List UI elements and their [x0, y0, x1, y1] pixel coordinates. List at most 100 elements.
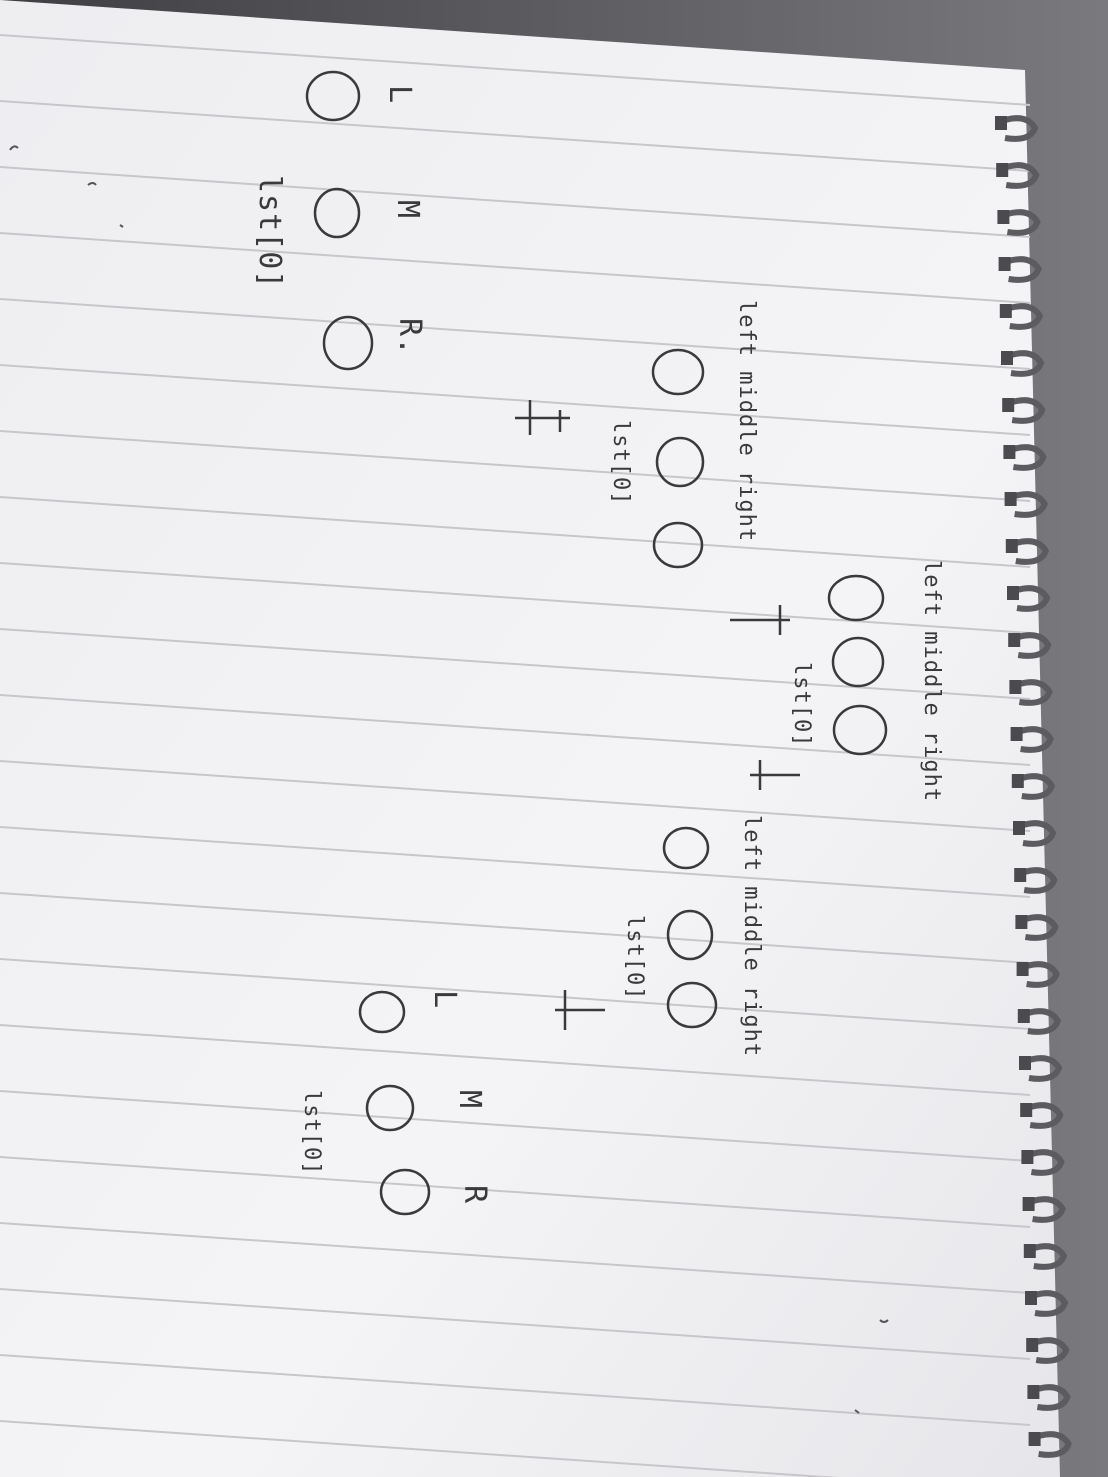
spiral-coil: [1010, 350, 1045, 377]
ruled-line: [0, 166, 1031, 238]
spiral-coil: [1028, 1055, 1063, 1082]
binding-hole: [1013, 821, 1025, 835]
spiral-coil: [1027, 1008, 1062, 1035]
label-r: R.: [392, 318, 427, 356]
binding-hole: [1023, 1244, 1036, 1258]
spiral-coil: [1037, 1431, 1072, 1458]
spiral-coil: [1005, 162, 1040, 189]
circle: [379, 1168, 431, 1216]
ruled-line: [0, 826, 1031, 898]
binding-hole: [999, 304, 1012, 318]
bottom-left-letters: L M R.: [382, 85, 427, 356]
binding-hole: [1002, 398, 1015, 412]
ruled-line: [0, 760, 1031, 832]
binding-hole: [997, 210, 1010, 224]
binding-hole: [998, 257, 1011, 271]
binding-hole: [1021, 1150, 1034, 1164]
binding-hole: [1015, 915, 1028, 929]
bottom-right-letters: L M R: [427, 990, 492, 1204]
binding-hole: [1020, 1103, 1033, 1117]
ruled-line: [0, 1222, 1031, 1294]
bottom-left-list-label: lst[0]: [252, 175, 287, 289]
ruled-line: [0, 430, 1031, 502]
ruled-line: [0, 892, 1031, 964]
spiral-coil: [1030, 1149, 1065, 1176]
circle: [827, 574, 885, 622]
ruled-line: [0, 1024, 1031, 1096]
spiral-coil: [1017, 632, 1052, 659]
binding-hole: [1009, 680, 1022, 694]
mid-left-arrow: [515, 400, 570, 435]
mid-left-circles: [651, 348, 705, 569]
ruled-line: [0, 562, 1031, 634]
spiral-coil: [1013, 491, 1048, 518]
binding-hole: [1025, 1291, 1037, 1305]
spiral-coil: [1015, 538, 1050, 565]
notebook-page: [0, 0, 1060, 1477]
mid-right-labels: left middle right: [739, 815, 764, 1057]
binding-hole: [1007, 586, 1019, 600]
circle: [652, 521, 704, 569]
spiral-coil: [1025, 961, 1060, 988]
spiral-coil: [1035, 1337, 1070, 1364]
spiral-coil: [1009, 303, 1044, 330]
circle: [666, 981, 718, 1029]
ruled-line: [0, 364, 1031, 436]
mid-right-list-label: lst[0]: [622, 915, 647, 1000]
binding-hole: [1001, 351, 1013, 365]
spiral-coil: [1036, 1384, 1071, 1411]
binding-hole: [1022, 1197, 1035, 1211]
mid-right-arrow: [555, 990, 605, 1030]
ruled-line: [0, 958, 1031, 1030]
spiral-coil: [1011, 397, 1046, 424]
ruled-line: [0, 628, 1031, 700]
binding-hole: [1004, 492, 1017, 506]
ruled-line: [0, 1288, 1031, 1360]
spiral-coil: [1024, 914, 1059, 941]
binding-hole: [1026, 1338, 1039, 1352]
spiral-coil: [1022, 820, 1057, 847]
binding-hole: [1011, 774, 1024, 788]
circle: [313, 187, 361, 239]
spiral-coil: [1007, 256, 1042, 283]
binding-hole: [1005, 539, 1018, 553]
mid-left-labels: left middle right: [734, 300, 759, 542]
mid-right-circles: [662, 826, 718, 1029]
ruled-line: [0, 34, 1031, 106]
top-group-list-label: lst[0]: [789, 662, 814, 747]
circle: [662, 826, 710, 870]
circle: [651, 348, 705, 396]
spiral-coil: [1019, 726, 1054, 753]
circle: [365, 1084, 415, 1132]
circle: [832, 704, 888, 756]
top-group-circles: [827, 574, 888, 756]
binding-hole: [1014, 868, 1027, 882]
bottom-left-circles: [305, 70, 374, 371]
label-r: R: [457, 1185, 492, 1204]
spiral-coil: [1006, 209, 1041, 236]
mid-left-list-label: lst[0]: [608, 420, 633, 505]
binding-hole: [1008, 633, 1021, 647]
spiral-coil: [1023, 867, 1058, 894]
spiral-coil: [1029, 1102, 1064, 1129]
binding-hole: [996, 163, 1009, 177]
circle: [358, 990, 406, 1034]
ruled-line: [0, 1420, 839, 1477]
label-m: M: [452, 1090, 487, 1109]
circle: [322, 315, 374, 371]
spiral-coil: [1021, 773, 1056, 800]
ruled-line: [0, 298, 1031, 370]
circle: [655, 436, 705, 488]
circle: [305, 70, 361, 122]
binding-hole: [1027, 1385, 1040, 1399]
ruled-line: [0, 496, 1031, 568]
binding-hole: [1019, 1056, 1031, 1070]
spiral-coil: [1016, 585, 1051, 612]
spiral-coil: [1034, 1290, 1069, 1317]
binding-hole: [995, 116, 1007, 130]
circle: [666, 909, 714, 961]
spiral-coil: [1031, 1196, 1066, 1223]
top-group-labels: left middle right: [919, 560, 944, 802]
spiral-coil: [1004, 115, 1039, 142]
